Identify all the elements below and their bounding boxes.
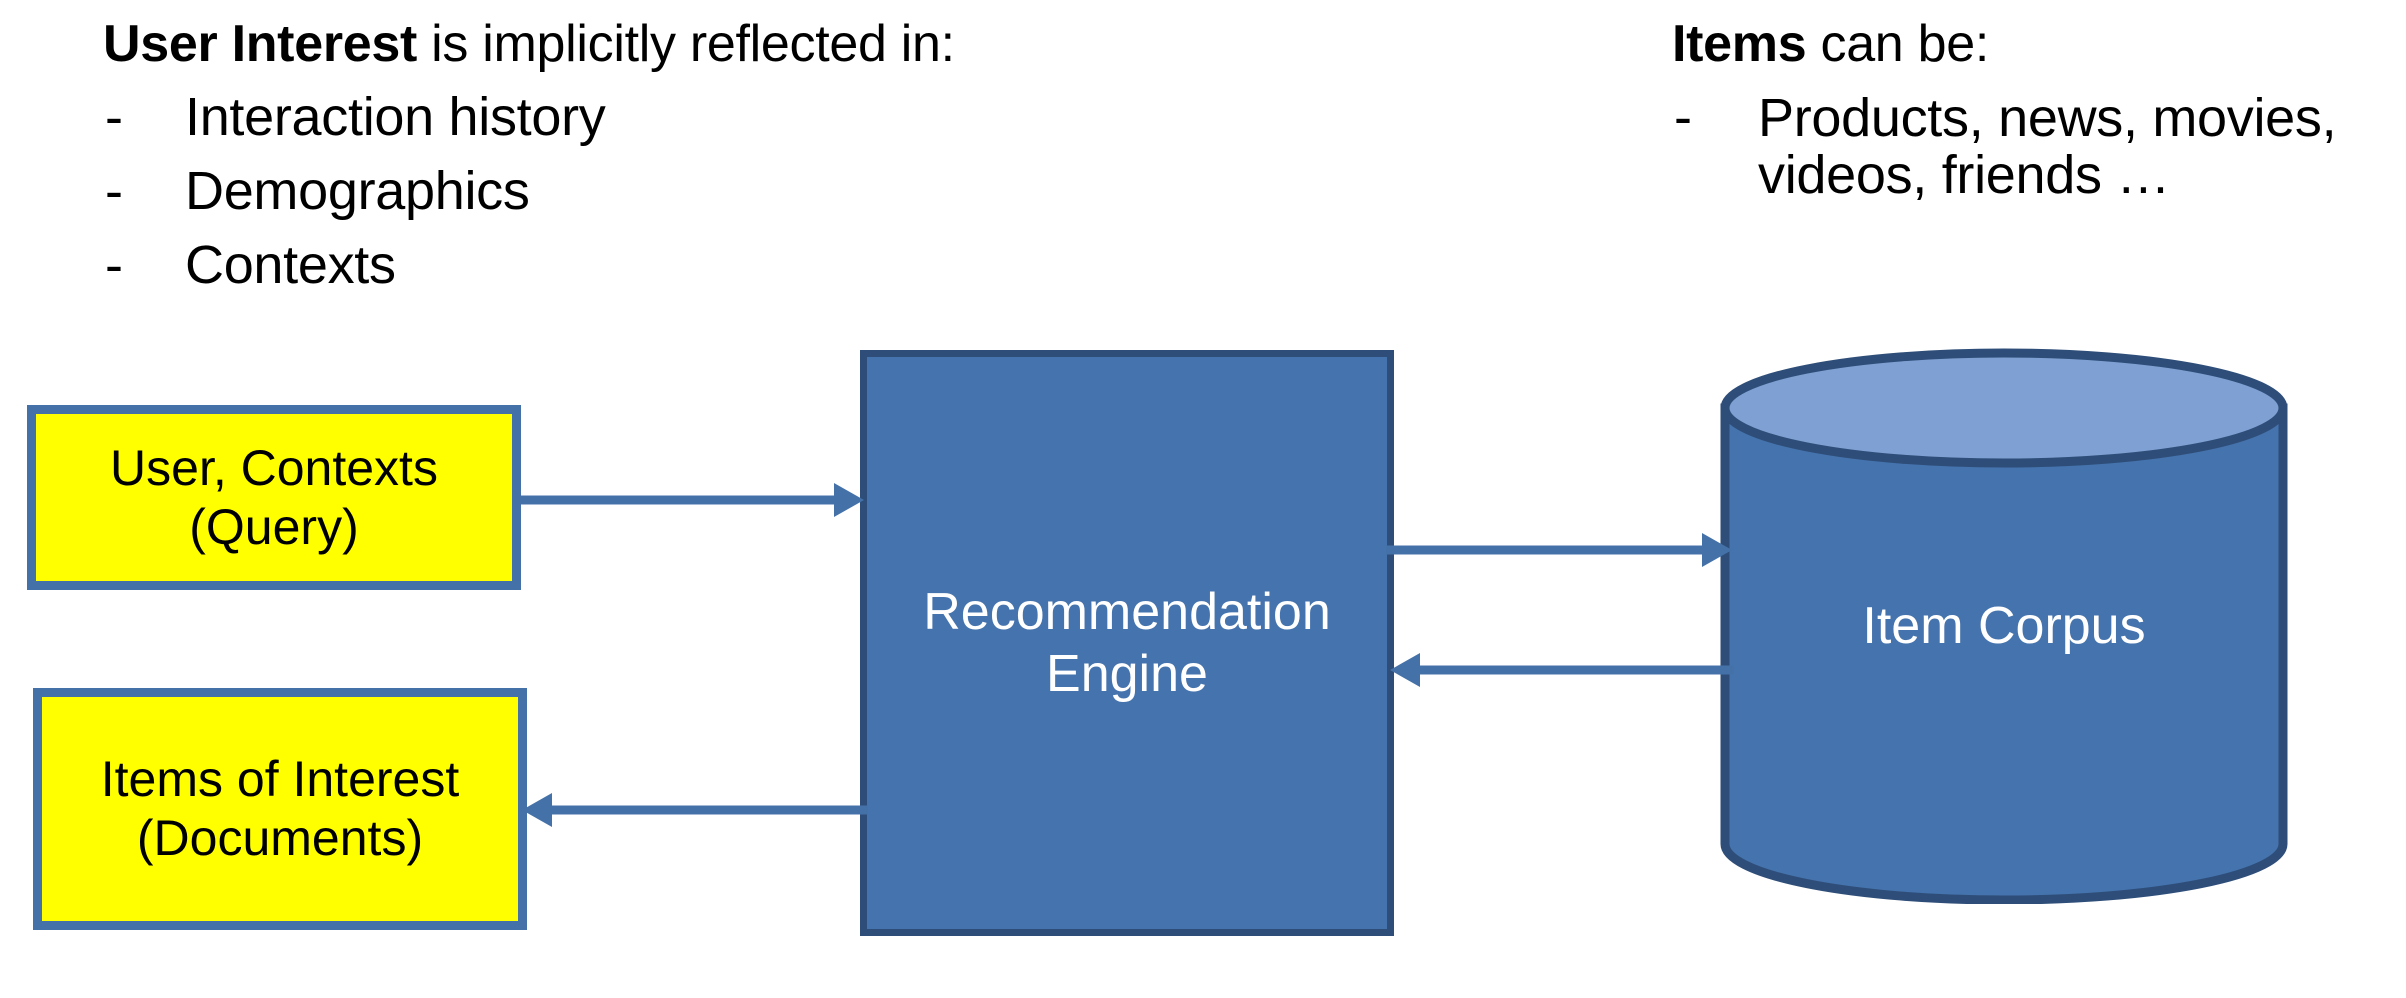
list-item-label: Interaction history	[185, 87, 606, 147]
list-item-label: Products, news, movies, videos, friends …	[1758, 88, 2337, 205]
arrow-query-to-engine	[516, 478, 866, 522]
bullet-dash-icon: -	[105, 87, 123, 147]
engine-line-1: Recommendation	[923, 582, 1331, 641]
cylinder-shape-icon	[1720, 348, 2288, 904]
list-item: - Contexts	[103, 238, 955, 292]
query-box-line-1: User, Contexts	[110, 439, 438, 496]
bullet-dash-icon: -	[1674, 87, 1692, 147]
arrow-right-icon	[1386, 533, 1732, 567]
items-of-interest-documents-box[interactable]: Items of Interest (Documents)	[33, 688, 527, 930]
user-interest-note: User Interest is implicitly reflected in…	[103, 18, 955, 292]
arrow-engine-to-documents	[520, 788, 868, 832]
user-interest-list: - Interaction history - Demographics - C…	[103, 90, 955, 292]
arrow-left-icon	[522, 793, 868, 827]
documents-box-line-1: Items of Interest	[100, 751, 460, 807]
list-item-label: Demographics	[185, 161, 530, 221]
recommendation-engine-box[interactable]: Recommendation Engine	[860, 350, 1394, 936]
list-item: - Products, news, movies, videos, friend…	[1672, 87, 2372, 205]
items-list: - Products, news, movies, videos, friend…	[1672, 87, 2372, 205]
user-contexts-query-box[interactable]: User, Contexts (Query)	[27, 405, 521, 590]
item-corpus-cylinder[interactable]: Item Corpus	[1720, 348, 2288, 904]
items-keyword: Items	[1672, 15, 1807, 73]
query-box-line-2: (Query)	[189, 498, 359, 555]
list-item: - Interaction history	[103, 90, 955, 144]
user-interest-keyword: User Interest	[103, 15, 418, 73]
items-heading-rest: can be:	[1806, 15, 1989, 73]
engine-label: Recommendation Engine	[923, 581, 1331, 706]
list-item: - Demographics	[103, 164, 955, 218]
engine-line-2: Engine	[1046, 645, 1208, 703]
arrow-engine-to-corpus	[1386, 528, 1734, 572]
arrow-corpus-to-engine	[1388, 648, 1734, 692]
user-interest-heading: User Interest is implicitly reflected in…	[103, 18, 955, 70]
bullet-dash-icon: -	[105, 161, 123, 221]
items-note: Items can be: - Products, news, movies, …	[1672, 18, 2372, 203]
list-item-label: Contexts	[185, 235, 396, 295]
bullet-dash-icon: -	[105, 235, 123, 295]
arrow-right-icon	[516, 483, 864, 517]
user-interest-heading-rest: is implicitly reflected in:	[417, 15, 955, 73]
documents-box-line-2: (Documents)	[136, 810, 424, 866]
items-heading: Items can be:	[1672, 18, 2372, 70]
arrow-left-icon	[1390, 653, 1734, 687]
